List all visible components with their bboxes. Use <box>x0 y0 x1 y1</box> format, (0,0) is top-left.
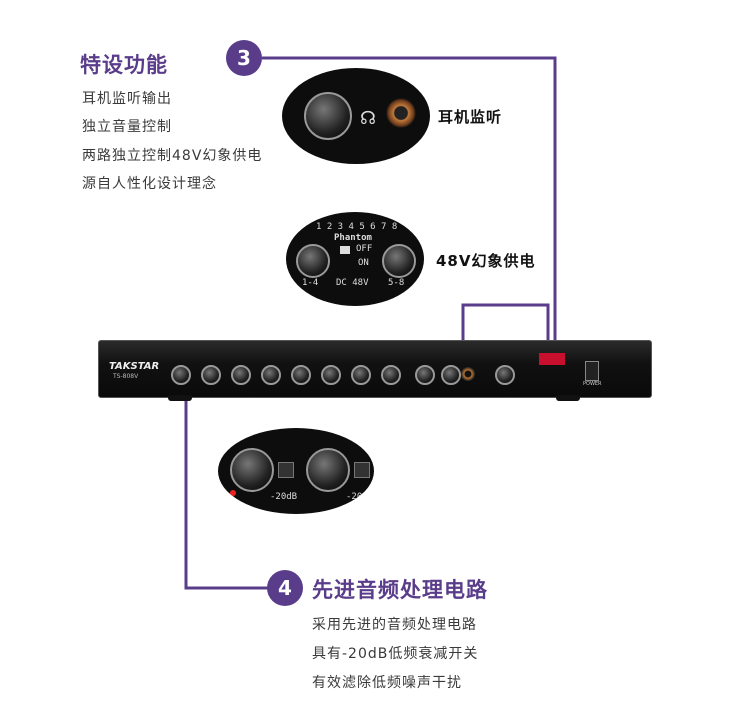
att-label-left: -20dB <box>270 492 298 502</box>
phantom-dip-switch-icon <box>539 353 565 365</box>
callout-headphone: 耳机监听 <box>438 108 503 126</box>
phantom-closeup: 1 2 3 4 5 6 7 8 Phantom OFF ON 1-4 DC 48… <box>286 212 424 306</box>
phantom-right-label: 5-8 <box>388 278 405 288</box>
volume-knob-icon <box>304 92 352 140</box>
channel-knob-4-icon <box>261 365 281 385</box>
headphone-icon: ☊ <box>360 108 376 129</box>
att-button-left-icon <box>278 462 294 478</box>
section3-item-3: 两路独立控制48V幻象供电 <box>82 148 263 164</box>
badge-4: 4 <box>267 570 303 606</box>
signal-led-icon <box>230 490 236 496</box>
master-knob-right-icon <box>441 365 461 385</box>
headphone-jack-icon <box>386 98 416 128</box>
phantom-button-right-icon <box>382 244 416 278</box>
phantom-channel-numbers: 1 2 3 4 5 6 7 8 <box>316 222 398 232</box>
phantom-on-label: ON <box>358 258 369 268</box>
section3-item-4: 源自人性化设计理念 <box>82 176 217 192</box>
connector-line-3 <box>262 56 557 378</box>
headphone-jack-small-icon <box>461 367 475 381</box>
device-foot-right <box>556 395 580 401</box>
badge-3: 3 <box>226 40 262 76</box>
device-model: TS-808V <box>113 373 139 380</box>
channel-knob-1-icon <box>171 365 191 385</box>
mixer-device: TAKSTAR TS-808V POWER <box>98 340 652 398</box>
section3-title: 特设功能 <box>80 53 168 77</box>
phantom-switch-icon <box>340 246 350 254</box>
power-label: POWER <box>583 381 602 387</box>
master-knob-left-icon <box>415 365 435 385</box>
section3-item-2: 独立音量控制 <box>82 119 172 135</box>
section4-item-1: 采用先进的音频处理电路 <box>312 617 477 633</box>
channel-closeup: -20dB -20dB <box>218 428 374 514</box>
phantom-button-left-icon <box>296 244 330 278</box>
channel-knob-2-icon <box>201 365 221 385</box>
section4-item-3: 有效滤除低频噪声干扰 <box>312 675 462 691</box>
section3-item-1: 耳机监听输出 <box>82 91 172 107</box>
channel-knob-7-icon <box>351 365 371 385</box>
phantom-off-label: OFF <box>356 244 373 254</box>
section4-item-2: 具有-20dB低频衰减开关 <box>312 646 479 662</box>
phantom-left-label: 1-4 <box>302 278 319 288</box>
channel-knob-5-icon <box>291 365 311 385</box>
gain-knob-right-icon <box>306 448 350 492</box>
att-button-right-icon <box>354 462 370 478</box>
phantom-label: Phantom <box>334 233 372 243</box>
power-switch-icon <box>585 361 599 381</box>
device-foot-left <box>168 395 192 401</box>
channel-knob-6-icon <box>321 365 341 385</box>
channel-knob-8-icon <box>381 365 401 385</box>
headphone-closeup: ☊ <box>282 68 430 164</box>
att-label-right: -20dB <box>346 492 374 502</box>
section4-title: 先进音频处理电路 <box>312 578 488 602</box>
channel-knob-3-icon <box>231 365 251 385</box>
gain-knob-left-icon <box>230 448 274 492</box>
device-brand: TAKSTAR <box>109 361 160 372</box>
phones-volume-knob-icon <box>495 365 515 385</box>
callout-phantom: 48V幻象供电 <box>436 252 536 270</box>
phantom-dc-label: DC 48V <box>336 278 369 288</box>
connector-line-4 <box>184 378 268 590</box>
